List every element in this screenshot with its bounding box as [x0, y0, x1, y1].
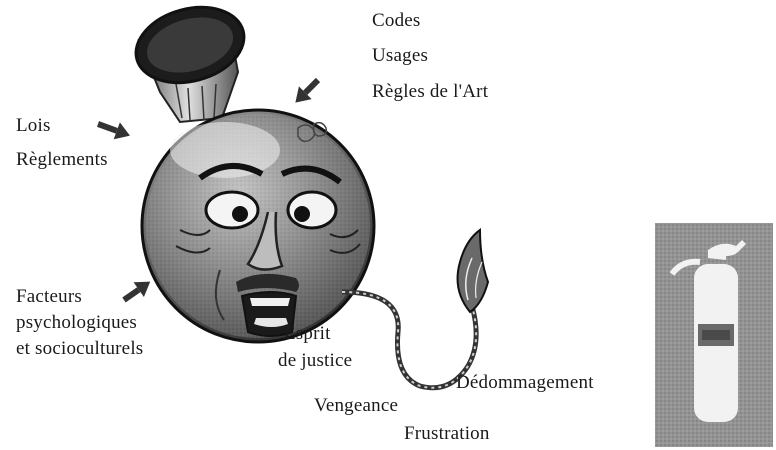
label-reglements: Règlements: [16, 148, 108, 172]
label-codes: Codes: [372, 9, 421, 33]
label-regles-art: Règles de l'Art: [372, 80, 488, 104]
label-usages: Usages: [372, 44, 428, 68]
label-facteurs-2: psychologiques: [16, 311, 137, 335]
fire-extinguisher-icon: [655, 223, 773, 447]
label-vengeance: Vengeance: [314, 394, 398, 418]
label-facteurs-3: et socioculturels: [16, 337, 143, 361]
arrow-lois: [95, 116, 133, 145]
arrow-codes: [289, 74, 324, 109]
funnel: [128, 0, 253, 122]
label-esprit-2: de justice: [278, 349, 352, 373]
label-facteurs-1: Facteurs: [16, 285, 82, 309]
arrow-facteurs: [119, 274, 156, 307]
label-lois: Lois: [16, 114, 51, 138]
label-esprit-1: Esprit: [284, 322, 331, 346]
bomb-face: [142, 110, 374, 342]
label-dedommagement: Dédommagement: [456, 371, 594, 395]
label-frustration: Frustration: [404, 422, 490, 446]
